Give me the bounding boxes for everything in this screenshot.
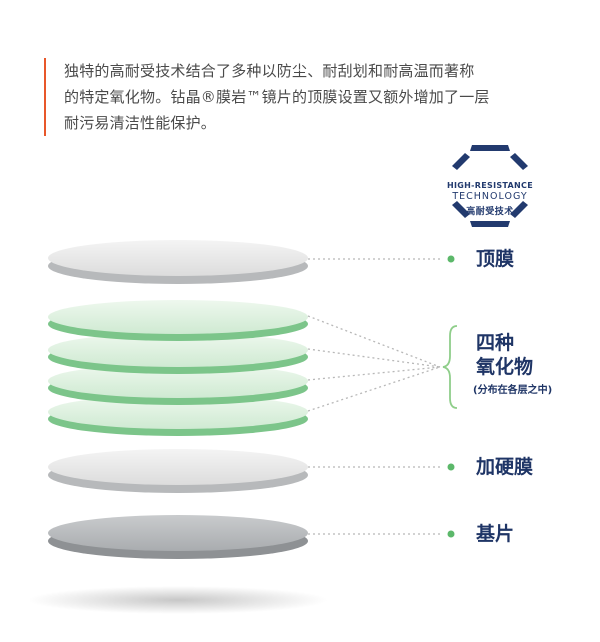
disc-top-coat [48,240,308,284]
badge-title: HIGH-RESISTANCE [447,181,533,190]
disc-hard-coat [48,449,308,493]
disc-oxide-4 [48,395,308,436]
intro-line-3: 耐污易清洁性能保护。 [64,114,217,132]
intro-text: 独特的高耐受技术结合了多种以防尘、耐刮划和耐高温而著称 的特定氧化物。钻晶®膜岩… [44,58,584,136]
label-oxides-note: (分布在各层之中) [473,385,553,396]
badge-subtitle: TECHNOLOGY [452,191,528,202]
leader-oxide-3 [307,366,441,381]
label-base: 基片 [476,523,515,545]
leader-oxide-2 [307,348,441,368]
label-top-coat: 顶膜 [476,248,515,270]
disc-oxide-2 [48,333,308,374]
oxide-bracket [442,325,458,409]
label-oxides-1: 四种 [476,332,515,354]
label-oxides-2: 氧化物 [476,356,534,378]
disc-oxide-1 [48,300,308,341]
badge-chinese: 高耐受技术 [466,207,514,217]
dot-base [447,530,455,538]
high-resistance-badge: HIGH-RESISTANCE TECHNOLOGY 高耐受技术 [430,143,550,233]
dot-hard [447,463,455,471]
label-hard-coat: 加硬膜 [476,456,534,478]
leader-oxide-1 [307,315,441,368]
intro-line-2: 的特定氧化物。钻晶®膜岩™镜片的顶膜设置又额外增加了一层 [64,88,490,106]
dot-top [447,255,455,263]
ground-shadow [28,586,328,614]
disc-oxide-3 [48,364,308,405]
disc-base [48,515,308,559]
octagon-logo-icon [452,145,528,227]
leader-oxide-4 [307,366,441,412]
intro-line-1: 独特的高耐受技术结合了多种以防尘、耐刮划和耐高温而著称 [64,62,475,80]
